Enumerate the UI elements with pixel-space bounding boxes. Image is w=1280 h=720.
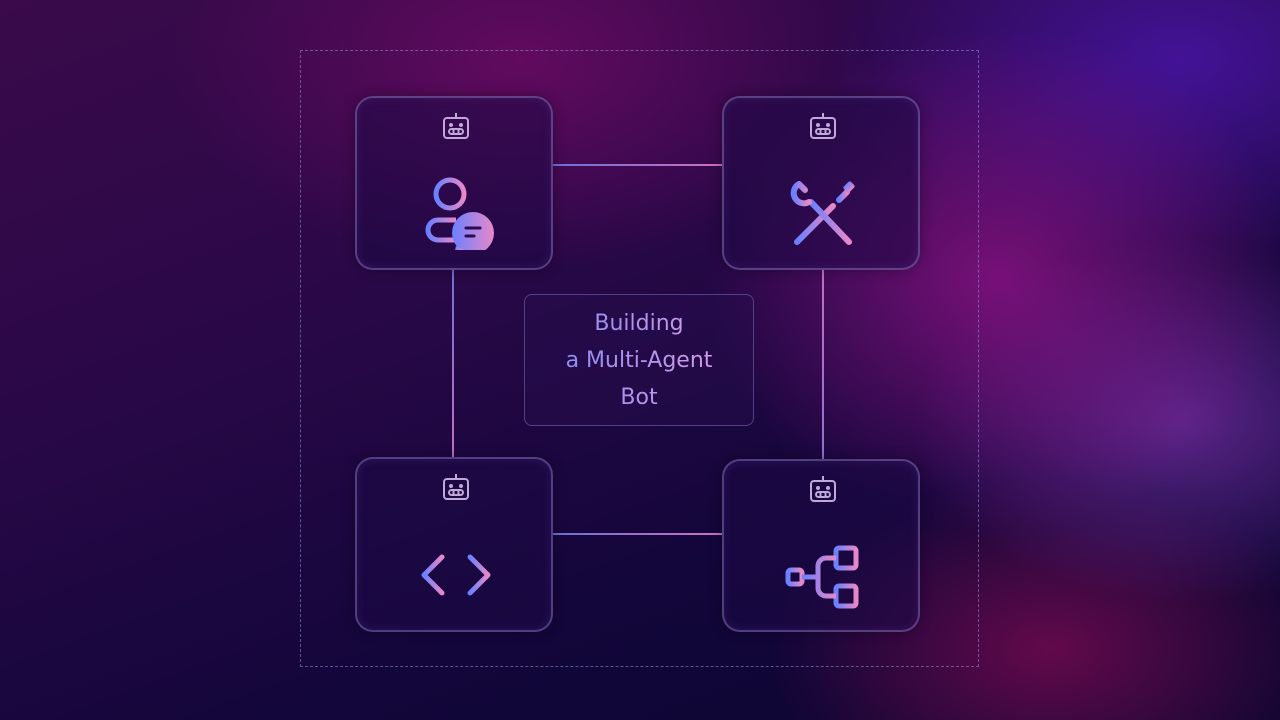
agent-card-conversation [355, 96, 553, 270]
agent-card-code [355, 457, 553, 632]
title-box: Building a Multi-Agent Bot [524, 294, 754, 426]
dashed-frame [300, 50, 979, 667]
title-line-3: Bot [566, 379, 713, 416]
agent-card-workflow [722, 459, 920, 632]
hierarchy-icon [785, 545, 859, 609]
tools-icon [790, 181, 855, 245]
connector-left [452, 270, 454, 457]
robot-icon [807, 110, 839, 142]
code-icon [421, 554, 491, 596]
robot-icon [440, 471, 472, 503]
agent-card-tools [722, 96, 920, 270]
title-line-1: Building [566, 305, 713, 342]
user-chat-icon [425, 177, 494, 250]
connector-bottom [553, 533, 722, 535]
robot-icon [807, 473, 839, 505]
connector-right [822, 270, 824, 459]
connector-top [553, 164, 722, 166]
title-line-2: a Multi-Agent [566, 342, 713, 379]
robot-icon [440, 110, 472, 142]
